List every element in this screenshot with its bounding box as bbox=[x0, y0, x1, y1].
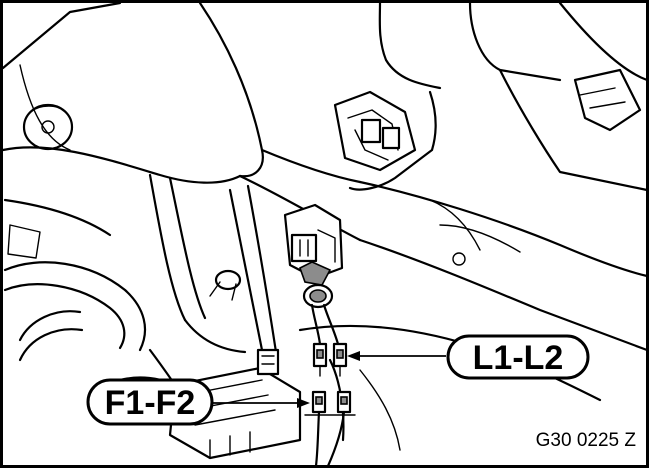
f-connectors bbox=[304, 390, 356, 468]
leader-arrows bbox=[212, 351, 446, 408]
callout-l1-l2: L1-L2 bbox=[446, 334, 590, 380]
grommet-wire bbox=[302, 283, 340, 346]
connector-block bbox=[283, 203, 344, 286]
cable-harness-left bbox=[3, 173, 278, 362]
steering-column bbox=[333, 1, 649, 192]
reference-code: G30 0225 Z bbox=[536, 430, 637, 451]
l-connectors bbox=[312, 342, 348, 377]
lower-panel bbox=[298, 180, 649, 451]
callout-f1-f2-text: F1-F2 bbox=[105, 384, 196, 422]
dashboard-panel bbox=[1, 1, 362, 242]
bolt bbox=[209, 269, 242, 301]
callout-f1-f2: F1-F2 bbox=[86, 378, 214, 426]
callout-l1-l2-text: L1-L2 bbox=[473, 339, 564, 377]
round-boss bbox=[22, 103, 74, 151]
